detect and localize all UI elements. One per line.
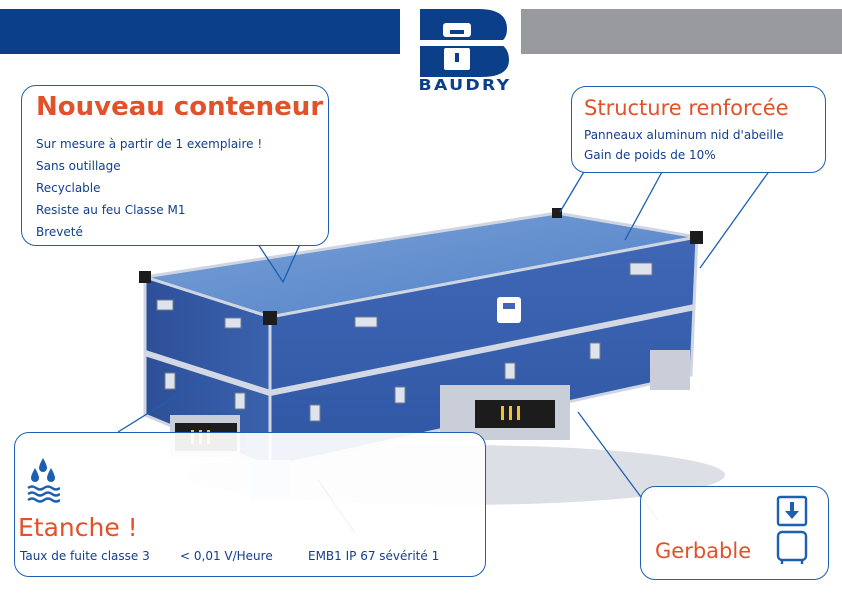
callout-structure	[571, 86, 826, 173]
nouveau-item: Resiste au feu Classe M1	[36, 203, 186, 217]
etanche-spec: < 0,01 V/Heure	[180, 549, 273, 563]
nouveau-item: Breveté	[36, 225, 83, 239]
structure-title: Structure renforcée	[584, 96, 789, 120]
etanche-spec: EMB1 IP 67 sévérité 1	[308, 549, 440, 563]
callout-etanche	[14, 432, 486, 577]
header-bar-grey	[521, 9, 842, 54]
etanche-title: Etanche !	[18, 513, 138, 542]
structure-item: Panneaux aluminum nid d'abeille	[584, 128, 784, 142]
nouveau-title: Nouveau conteneur	[36, 92, 324, 122]
brand-name: BAUDRY	[418, 76, 512, 94]
nouveau-item: Sur mesure à partir de 1 exemplaire !	[36, 137, 263, 151]
structure-item: Gain de poids de 10%	[584, 148, 716, 162]
callout-nouveau	[21, 85, 329, 246]
nouveau-item: Sans outillage	[36, 159, 121, 173]
etanche-spec: Taux de fuite classe 3	[20, 549, 150, 563]
gerbable-title: Gerbable	[655, 539, 752, 563]
stackable-icon	[776, 495, 808, 564]
baudry-logo	[420, 9, 509, 77]
header-bar-blue	[0, 9, 400, 54]
nouveau-item: Recyclable	[36, 181, 101, 195]
water-drops-icon	[27, 458, 60, 503]
